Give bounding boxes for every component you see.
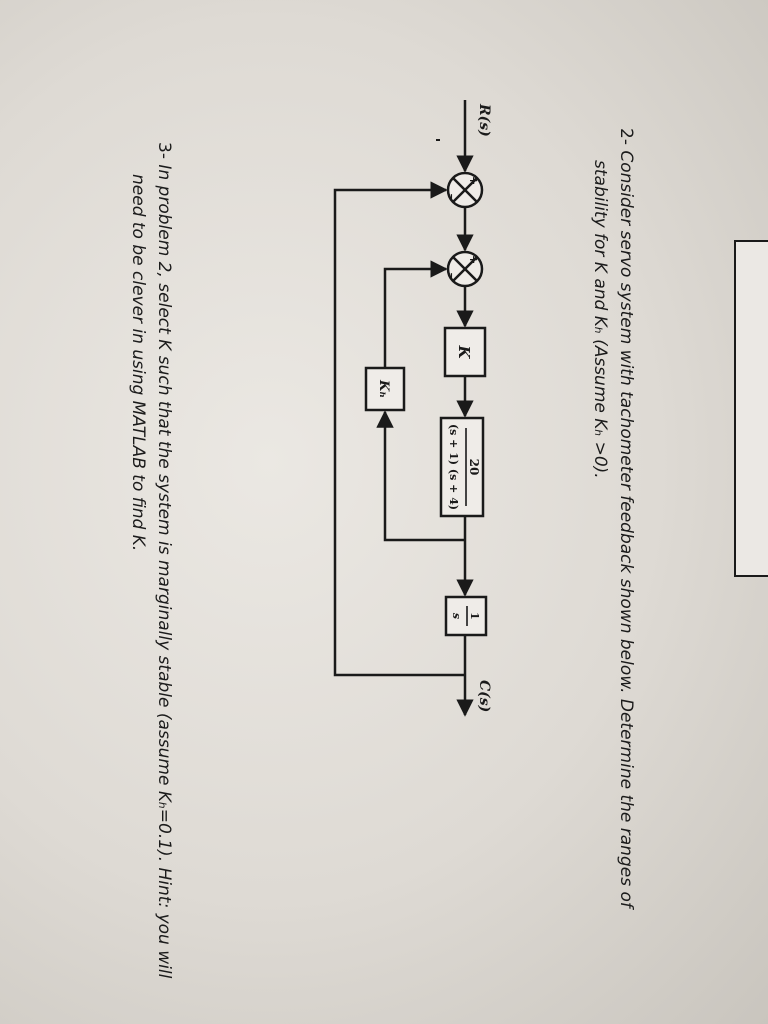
problem-3-line-2: need to be clever in using MATLAB to fin… [128, 174, 148, 552]
plant-numerator: 20 [467, 459, 481, 476]
input-label: R(s) [476, 103, 492, 137]
plant-block [439, 416, 485, 518]
junction-1-minus: − [445, 193, 458, 202]
output-label: C(s) [476, 680, 492, 712]
gain-label: K [455, 344, 473, 359]
junction-1-plus: + [467, 176, 480, 185]
junction-2-cross-b [452, 256, 478, 282]
outer-feedback-line [333, 181, 465, 677]
integrator-numerator: 1 [468, 612, 481, 620]
junction-1-cross-b [452, 177, 478, 203]
problem-3-text-1: In problem 2, select K such that the sys… [154, 164, 174, 979]
tach-return-arrow [383, 260, 448, 368]
problem-3-line-1: 3- In problem 2, select K such that the … [154, 142, 174, 978]
tachometer-label: Kₕ [376, 379, 391, 398]
integrator-denominator: s [450, 613, 463, 619]
plant-denominator: (s + 1) (s + 4) [447, 424, 460, 510]
junction-2-minus: − [445, 272, 458, 281]
junction-2-plus: + [467, 255, 480, 264]
problem-3-number: 3- [154, 142, 174, 159]
tach-feedback-line [383, 432, 465, 542]
